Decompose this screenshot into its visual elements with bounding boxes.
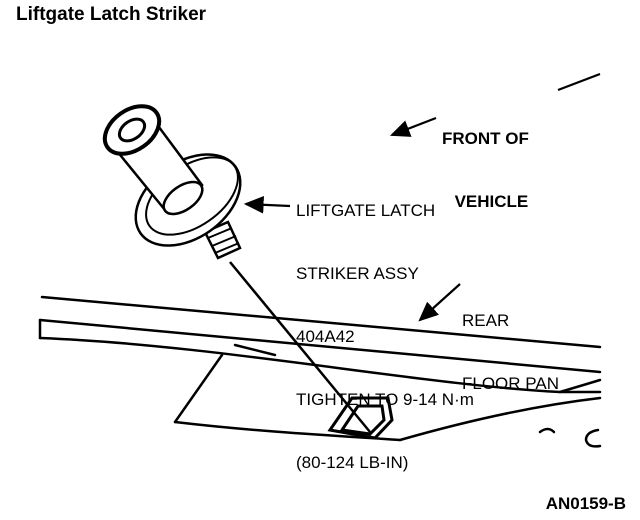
diagram-title: Liftgate Latch Striker [16, 4, 207, 25]
striker-assembly [102, 104, 242, 260]
leader-arrows [243, 72, 601, 322]
front-of-vehicle-label: FRONT OF VEHICLE [442, 129, 529, 211]
striker-mount-hole [327, 396, 394, 440]
striker-callout: LIFTGATE LATCH STRIKER ASSY 404A42 TIGHT… [296, 201, 474, 472]
rear-floor-pan-label: REAR FLOOR PAN [462, 311, 559, 393]
floor-pan [38, 295, 602, 448]
figure-reference: AN0159-B [545, 494, 626, 513]
